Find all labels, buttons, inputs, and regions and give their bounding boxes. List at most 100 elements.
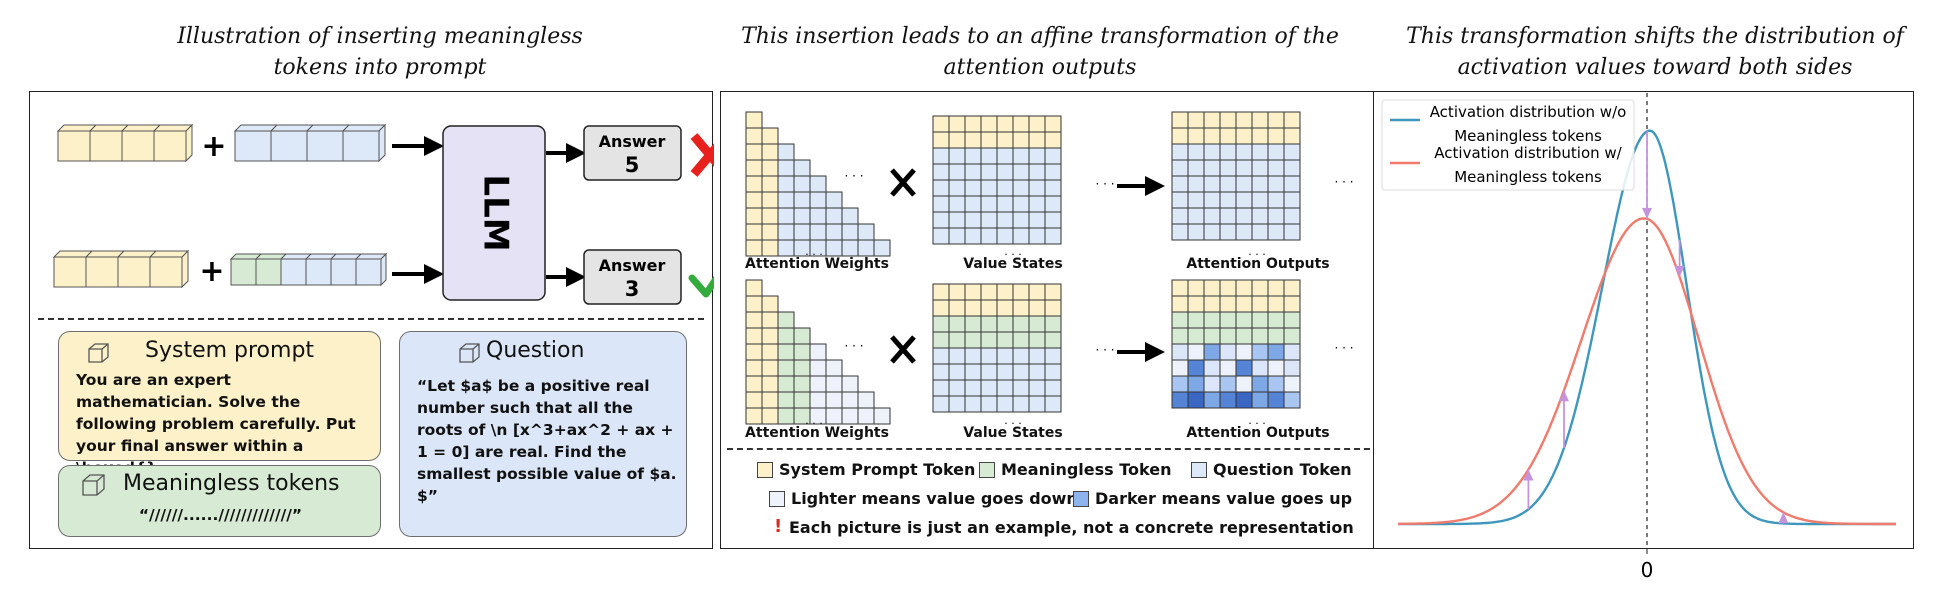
grid-cell [761,223,779,241]
grid-cell [1283,327,1301,345]
grid-cell [1044,379,1062,397]
ellipsis-below-weights-bottom: · · · [805,417,822,430]
answer-top-label: Answer [599,132,666,151]
answer-box-bottom [583,249,682,305]
grid-cell [777,223,795,241]
grid-cell [996,227,1014,245]
ellipsis-outputs-bottom: · · · [1334,341,1353,355]
grid-cell [745,375,763,393]
grid-cell [1171,127,1189,145]
multiply-sign-bottom [890,335,916,364]
grid-cell [745,159,763,177]
grid-cell [1028,299,1046,317]
grid-cell [996,147,1014,165]
grid-cell [1283,207,1301,225]
grid-cell [948,315,966,333]
grid-cell [1283,111,1301,129]
grid-cell [1187,143,1205,161]
grid-cell [1267,191,1285,209]
grid-cell [793,343,811,361]
grid-cell [980,347,998,365]
grid-cell [964,283,982,301]
grid-cell [745,407,763,425]
grid-cell [1028,395,1046,413]
grid-cell [1267,295,1285,313]
attention-outputs-grid-bottom [1171,279,1301,409]
grid-cell [1283,159,1301,177]
grid-cell [761,359,779,377]
token-cell [153,130,187,162]
token-cell [355,258,382,286]
grid-cell [745,343,763,361]
grid-cell [873,407,891,425]
grid-cell [745,111,763,129]
grid-cell [809,207,827,225]
system-prompt-token-row-bottom [52,249,190,289]
attention-weights-grid-bottom [745,279,891,425]
grid-cell [809,375,827,393]
grid-cell [793,207,811,225]
grid-cell [1235,127,1253,145]
grid-cell [1012,115,1030,133]
grid-cell [793,223,811,241]
grid-cell [932,395,950,413]
grid-cell [857,391,875,409]
grid-cell [745,391,763,409]
grid-cell [1044,163,1062,181]
grid-cell [948,283,966,301]
grid-cell [761,127,779,145]
grid-cell [1028,331,1046,349]
grid-cell [1044,147,1062,165]
grid-cell [825,359,843,377]
token-cell [280,258,307,286]
grid-cell [1044,283,1062,301]
grid-cell [980,163,998,181]
question-box: Question “Let $a$ be a positive real num… [399,331,687,537]
grid-cell [1203,223,1221,241]
grid-cell [745,327,763,345]
grid-cell [777,159,795,177]
grid-cell [1171,159,1189,177]
grid-cell [1012,283,1030,301]
grid-cell [1283,191,1301,209]
grid-cell [1171,343,1189,361]
grid-cell [1171,223,1189,241]
grid-cell [1203,127,1221,145]
grid-cell [996,347,1014,365]
token-cell [342,130,380,162]
grid-cell [857,239,875,257]
question-title: Question [486,338,585,363]
grid-cell [1044,347,1062,365]
token-cell [270,130,308,162]
grid-cell [1235,207,1253,225]
grid-cell [1012,195,1030,213]
dashed-divider [38,318,704,320]
grid-cell [1219,311,1237,329]
grid-cell [825,207,843,225]
grid-cell [1235,391,1253,409]
grid-cell [1283,143,1301,161]
left-panel-title: Illustration of inserting meaningless to… [177,24,583,80]
grid-cell [964,395,982,413]
grid-cell [1203,391,1221,409]
grid-cell [1012,147,1030,165]
grid-cell [1251,343,1269,361]
grid-cell [964,115,982,133]
grid-cell [1044,131,1062,149]
legend-meaningless-token: Meaningless Token [1001,460,1172,479]
grid-cell [809,343,827,361]
grid-cell [1283,311,1301,329]
grid-cell [1028,379,1046,397]
grid-cell [996,115,1014,133]
legend-swatch-question [1191,462,1207,478]
grid-cell [948,195,966,213]
ellipsis-below-outputs-bottom: · · · [1248,417,1265,430]
ellipsis-below-values-bottom: · · · [1004,417,1021,430]
grid-cell [745,143,763,161]
grid-cell [1235,191,1253,209]
grid-cell [1283,223,1301,241]
grid-cell [964,363,982,381]
grid-cell [857,407,875,425]
grid-cell [932,363,950,381]
token-cell-top [305,124,351,132]
